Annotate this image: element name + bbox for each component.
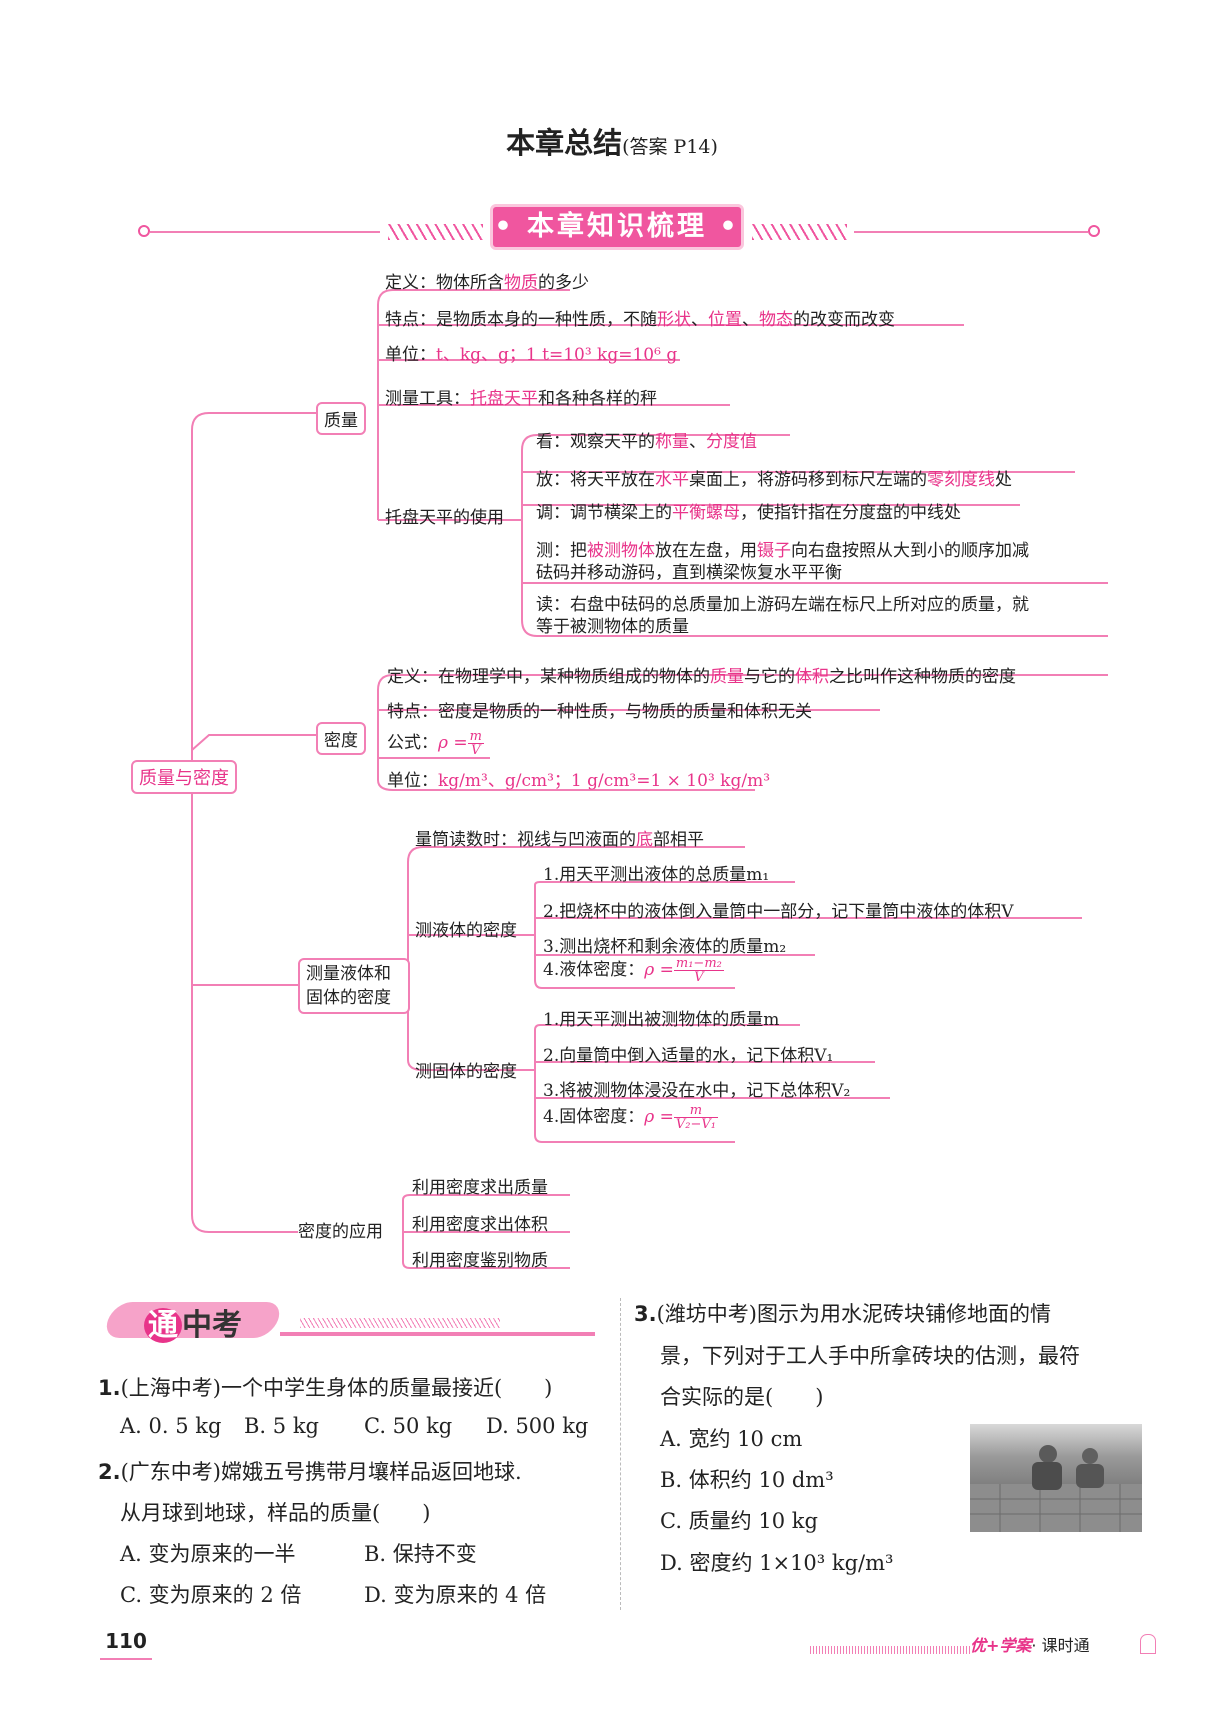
balance-look: 看：观察天平的称量、分度值 (536, 432, 757, 452)
footer-decoration (810, 1646, 970, 1654)
q1-option-d: D. 500 kg (486, 1414, 589, 1438)
hatch-decoration (752, 224, 847, 240)
divider-line (280, 1332, 595, 1336)
application-item: 利用密度求出体积 (412, 1215, 548, 1235)
solid-step-1: 1.用天平测出被测物体的质量m (543, 1010, 780, 1030)
question-3-cont: 景，下列对于工人手中所拿砖块的估测，最符 (660, 1344, 1080, 1368)
density-trait: 特点：密度是物质的一种性质，与物质的质量和体积无关 (387, 702, 812, 722)
solid-step-3: 3.将被测物体浸没在水中，记下总体积V₂ (543, 1081, 851, 1101)
application-item: 利用密度鉴别物质 (412, 1251, 548, 1271)
page-number: 110 (100, 1624, 152, 1660)
photo-illustration (970, 1445, 1142, 1532)
balance-put: 放：将天平放在水平桌面上，将游码移到标尺左端的零刻度线处 (536, 470, 1012, 490)
footer-brand: 优+学案· 课时通 (970, 1636, 1090, 1655)
balance-read: 读：右盘中砝码的总质量加上游码左端在标尺上所对应的质量，就 (536, 595, 1029, 615)
balance-measure-cont: 砝码并移动游码，直到横梁恢复水平平衡 (536, 563, 842, 583)
liquid-density-node: 测液体的密度 (415, 921, 517, 941)
application-item: 利用密度求出质量 (412, 1178, 548, 1198)
liquid-step-2: 2.把烧杯中的液体倒入量筒中一部分，记下量筒中液体的体积V (543, 902, 1014, 922)
balance-measure: 测：把被测物体放在左盘，用镊子向右盘按照从大到小的顺序加减 (536, 541, 1029, 561)
cylinder-reading: 量筒读数时：视线与凹液面的底部相平 (415, 830, 704, 850)
mass-definition: 定义：物体所含物质的多少 (385, 273, 589, 293)
mass-unit: 单位：t、kg、g；1 t=10³ kg=10⁶ g (385, 345, 678, 365)
liquid-step-3: 3.测出烧杯和剩余液体的质量m₂ (543, 937, 787, 957)
question-2-cont: 从月球到地球，样品的质量( ) (120, 1501, 431, 1525)
line-end-dot (1088, 225, 1100, 237)
mass-node: 质量 (316, 402, 366, 435)
q3-option-a: A. 宽约 10 cm (660, 1427, 803, 1451)
root-node: 质量与密度 (131, 760, 237, 794)
mass-tool: 测量工具：托盘天平和各种各样的秤 (385, 389, 657, 409)
q3-option-c: C. 质量约 10 kg (660, 1509, 818, 1533)
balance-read-cont: 等于被测物体的质量 (536, 617, 689, 637)
q2-option-d: D. 变为原来的 4 倍 (364, 1583, 547, 1607)
q2-option-c: C. 变为原来的 2 倍 (120, 1583, 302, 1607)
q1-option-c: C. 50 kg (364, 1414, 453, 1438)
solid-step-2: 2.向量筒中倒入适量的水，记下体积V₁ (543, 1046, 834, 1066)
density-definition: 定义：在物理学中，某种物质组成的物体的质量与它的体积之比叫作这种物质的密度 (387, 667, 1016, 687)
page-title: 本章总结(答案 P14) (506, 126, 718, 160)
q2-option-b: B. 保持不变 (364, 1542, 477, 1566)
density-node: 密度 (316, 722, 366, 755)
question-3: 3.(潍坊中考)图示为用水泥砖块铺修地面的情 (634, 1302, 1051, 1326)
balance-adjust: 调：调节横梁上的平衡螺母，使指针指在分度盘的中线处 (536, 503, 961, 523)
q1-option-b: B. 5 kg (244, 1414, 319, 1438)
section-header-exam: 通中考 (101, 1298, 308, 1344)
q2-option-a: A. 变为原来的一半 (120, 1542, 296, 1566)
question-1: 1.(上海中考)一个中学生身体的质量最接近( ) (98, 1376, 553, 1400)
solid-density-node: 测固体的密度 (415, 1062, 517, 1082)
q3-option-b: B. 体积约 10 dm³ (660, 1468, 834, 1492)
hatch-decoration (388, 224, 483, 240)
divider-line (150, 231, 380, 233)
question-3-cont: 合实际的是( ) (660, 1385, 824, 1409)
workers-photo (970, 1424, 1142, 1532)
line-end-dot (138, 225, 150, 237)
measure-node: 测量液体和固体的密度 (298, 958, 410, 1014)
balance-usage-node: 托盘天平的使用 (385, 508, 504, 528)
pencil-icon (1140, 1634, 1156, 1654)
section-banner: • 本章知识梳理 • (490, 204, 744, 250)
mass-trait: 特点：是物质本身的一种性质，不随形状、位置、物态的改变而改变 (385, 310, 895, 330)
q3-option-d: D. 密度约 1×10³ kg/m³ (660, 1551, 894, 1575)
density-unit: 单位：kg/m³、g/cm³；1 g/cm³=1 × 10³ kg/m³ (387, 771, 771, 791)
question-2: 2.(广东中考)嫦娥五号携带月壤样品返回地球. (98, 1460, 522, 1484)
divider-line (854, 231, 1088, 233)
q1-option-a: A. 0. 5 kg (120, 1414, 222, 1438)
liquid-step-1: 1.用天平测出液体的总质量m₁ (543, 865, 770, 885)
application-node: 密度的应用 (298, 1222, 383, 1242)
column-divider (620, 1298, 621, 1610)
hatch-decoration (300, 1318, 500, 1328)
